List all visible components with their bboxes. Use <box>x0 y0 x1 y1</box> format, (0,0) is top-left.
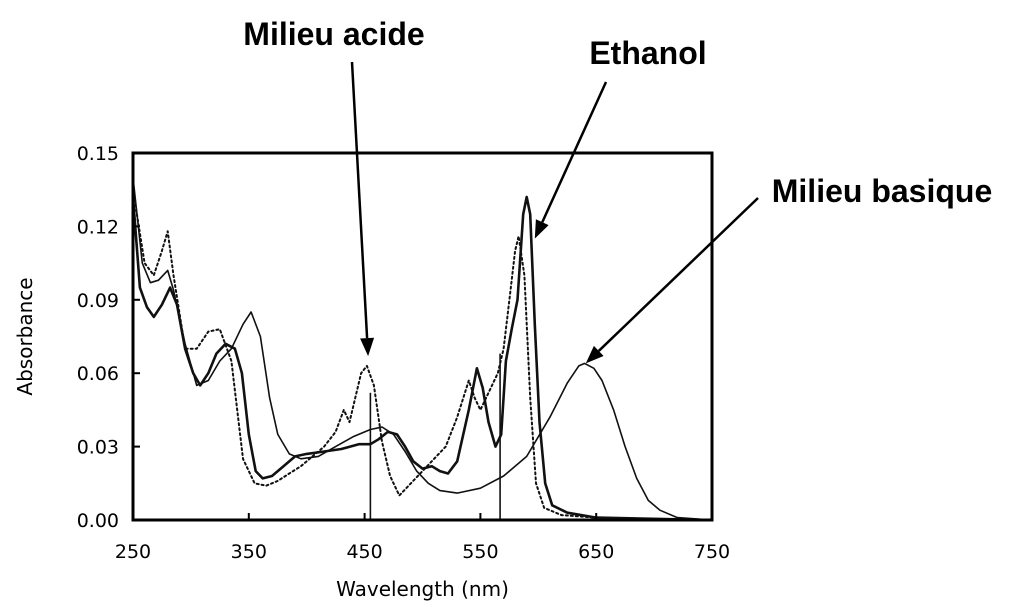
x-axis-title: Wavelength (nm) <box>336 577 509 601</box>
y-tick-label-1: 0.03 <box>77 437 119 459</box>
y-tick-label-5: 0.15 <box>77 143 119 165</box>
y-tick-label-4: 0.12 <box>77 216 119 238</box>
series-line-3-solid-bold <box>131 195 714 522</box>
annotation-arrow-head-1 <box>360 337 375 357</box>
annotation-arrow-head-3 <box>585 345 604 364</box>
vertical-lines-layer <box>369 353 501 520</box>
x-tick-label-650: 650 <box>578 541 614 563</box>
y-tick-label-3: 0.09 <box>77 290 119 312</box>
x-tick-label-550: 550 <box>462 541 498 563</box>
x-tick-label-350: 350 <box>231 541 267 563</box>
series-layer <box>131 176 714 522</box>
labels-layer: 250 350 450 550 650 750 0.00 0.03 0.06 0.09 0.12 0.… <box>13 16 992 601</box>
plot-frame <box>131 151 714 522</box>
y-tick-label-2: 0.06 <box>77 363 119 385</box>
annotation-label-1: Milieu acide <box>243 16 424 52</box>
annotation-label-2: Ethanol <box>589 35 706 71</box>
x-tick-label-450: 450 <box>346 541 382 563</box>
annotation-arrow-line-1 <box>350 61 369 339</box>
annotation-arrow-head-2 <box>534 219 549 239</box>
y-axis-title: Absorbance <box>13 277 37 395</box>
y-tick-label-0: 0.00 <box>77 510 119 532</box>
annotation-label-3: Milieu basique <box>772 173 992 209</box>
series-line-1-dotted <box>132 188 713 521</box>
x-tick-label-250: 250 <box>115 541 151 563</box>
annotation-arrows <box>350 61 759 364</box>
annotation-arrow-line-2 <box>541 81 608 223</box>
annotation-arrow-line-3 <box>597 197 759 352</box>
x-tick-label-750: 750 <box>694 541 730 563</box>
ticks-layer <box>132 152 713 521</box>
